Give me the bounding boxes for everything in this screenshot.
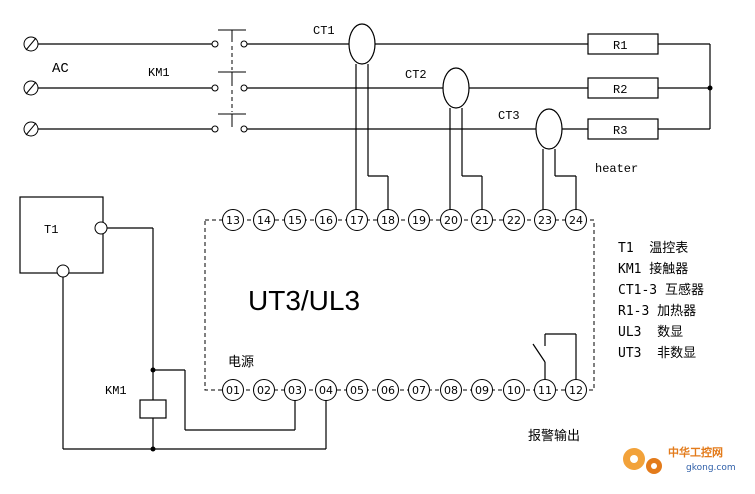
svg-text:11: 11 — [538, 384, 552, 397]
km1-coil-label: KM1 — [105, 384, 127, 398]
svg-text:16: 16 — [319, 214, 333, 227]
svg-text:03: 03 — [288, 384, 302, 397]
terminal-22: 22 — [503, 209, 525, 231]
legend-item-r: R1-3 加热器 — [618, 304, 696, 319]
terminal-24: 24 — [565, 209, 587, 231]
terminal-19: 19 — [408, 209, 430, 231]
watermark-logo: 中华工控网 gkong.com — [623, 445, 736, 474]
ct3-transformer — [535, 108, 577, 212]
terminal-12: 12 — [565, 379, 587, 401]
svg-text:13: 13 — [226, 214, 240, 227]
legend-item-t1: T1 温控表 — [618, 241, 688, 256]
t1-box — [19, 196, 104, 274]
svg-text:15: 15 — [288, 214, 302, 227]
r3-label: R3 — [613, 124, 627, 138]
terminal-row-bottom: 01 02 03 04 05 06 07 08 09 10 11 12 — [222, 379, 587, 401]
svg-text:12: 12 — [569, 384, 583, 397]
legend: T1 温控表 KM1 接触器 CT1-3 互感器 R1-3 加热器 UL3 数显… — [618, 241, 704, 361]
terminal-13: 13 — [222, 209, 244, 231]
star-point — [658, 43, 713, 130]
svg-text:17: 17 — [350, 214, 364, 227]
control-wiring — [62, 227, 327, 452]
legend-item-ul3: UL3 数显 — [618, 325, 683, 340]
ac-terminal-2 — [23, 80, 39, 96]
svg-text:22: 22 — [507, 214, 521, 227]
svg-text:05: 05 — [350, 384, 364, 397]
terminal-01: 01 — [222, 379, 244, 401]
ac-terminal-3 — [23, 121, 39, 137]
terminal-15: 15 — [284, 209, 306, 231]
terminal-20: 20 — [440, 209, 462, 231]
svg-text:02: 02 — [257, 384, 271, 397]
svg-text:10: 10 — [507, 384, 521, 397]
km1-coil — [139, 399, 167, 419]
controller-label: UT3/UL3 — [248, 285, 360, 316]
svg-text:04: 04 — [319, 384, 333, 397]
ct3-label: CT3 — [498, 109, 520, 123]
alarm-relay-contact — [532, 333, 577, 379]
terminal-10: 10 — [503, 379, 525, 401]
svg-text:01: 01 — [226, 384, 240, 397]
r2-label: R2 — [613, 83, 627, 97]
terminal-11: 11 — [534, 379, 556, 401]
t1-label: T1 — [44, 223, 58, 237]
terminal-row-top: 13 14 15 16 17 18 19 20 21 22 23 24 — [222, 209, 587, 231]
legend-item-ut3: UT3 非数显 — [618, 346, 696, 361]
r1-label: R1 — [613, 39, 627, 53]
terminal-17: 17 — [346, 209, 368, 231]
controller-outline — [204, 219, 595, 391]
km1-main-contacts — [211, 29, 248, 133]
svg-text:14: 14 — [257, 214, 271, 227]
svg-text:19: 19 — [412, 214, 426, 227]
terminal-05: 05 — [346, 379, 368, 401]
alarm-output-label: 报警输出 — [528, 428, 580, 444]
terminal-03: 03 — [284, 379, 306, 401]
svg-text:20: 20 — [444, 214, 458, 227]
terminal-06: 06 — [377, 379, 399, 401]
terminal-07: 07 — [408, 379, 430, 401]
terminal-21: 21 — [471, 209, 493, 231]
t1-terminal-bottom — [56, 264, 70, 278]
svg-text:24: 24 — [569, 214, 583, 227]
svg-text:06: 06 — [381, 384, 395, 397]
terminal-16: 16 — [315, 209, 337, 231]
svg-text:09: 09 — [475, 384, 489, 397]
watermark-name: 中华工控网 — [668, 445, 723, 459]
terminal-09: 09 — [471, 379, 493, 401]
km1-contact-label: KM1 — [148, 66, 170, 80]
legend-item-ct: CT1-3 互感器 — [618, 282, 704, 298]
watermark-url: gkong.com — [686, 463, 736, 473]
ct1-transformer — [348, 23, 389, 212]
gear-icon — [623, 448, 662, 474]
legend-item-km1: KM1 接触器 — [618, 261, 688, 277]
ac-label: AC — [52, 61, 69, 77]
t1-terminal-right — [94, 221, 108, 235]
ct2-transformer — [442, 67, 483, 212]
ct1-label: CT1 — [313, 24, 335, 38]
terminal-14: 14 — [253, 209, 275, 231]
terminal-08: 08 — [440, 379, 462, 401]
terminal-23: 23 — [534, 209, 556, 231]
svg-text:07: 07 — [412, 384, 426, 397]
terminal-04: 04 — [315, 379, 337, 401]
terminal-02: 02 — [253, 379, 275, 401]
heater-label: heater — [595, 162, 638, 176]
svg-text:08: 08 — [444, 384, 458, 397]
svg-text:23: 23 — [538, 214, 552, 227]
ct2-label: CT2 — [405, 68, 427, 82]
terminal-18: 18 — [377, 209, 399, 231]
svg-text:18: 18 — [381, 214, 395, 227]
power-label: 电源 — [228, 355, 254, 370]
svg-text:21: 21 — [475, 214, 489, 227]
ac-terminal-1 — [23, 36, 39, 52]
